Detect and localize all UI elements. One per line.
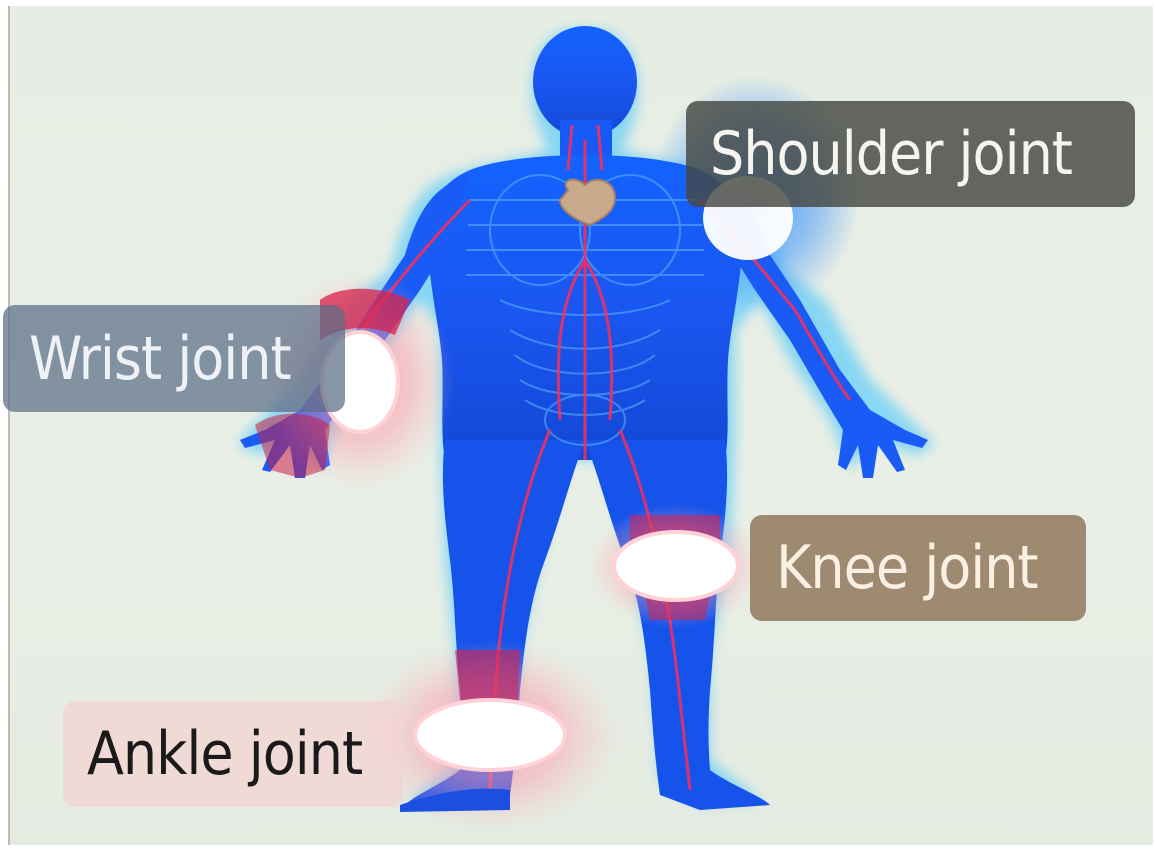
wrist-joint-label: Wrist joint	[3, 305, 345, 412]
knee-highlight	[586, 504, 766, 628]
knee-joint-label: Knee joint	[750, 515, 1086, 621]
ankle-joint-label: Ankle joint	[63, 701, 403, 807]
shoulder-joint-label: Shoulder joint	[686, 101, 1135, 207]
